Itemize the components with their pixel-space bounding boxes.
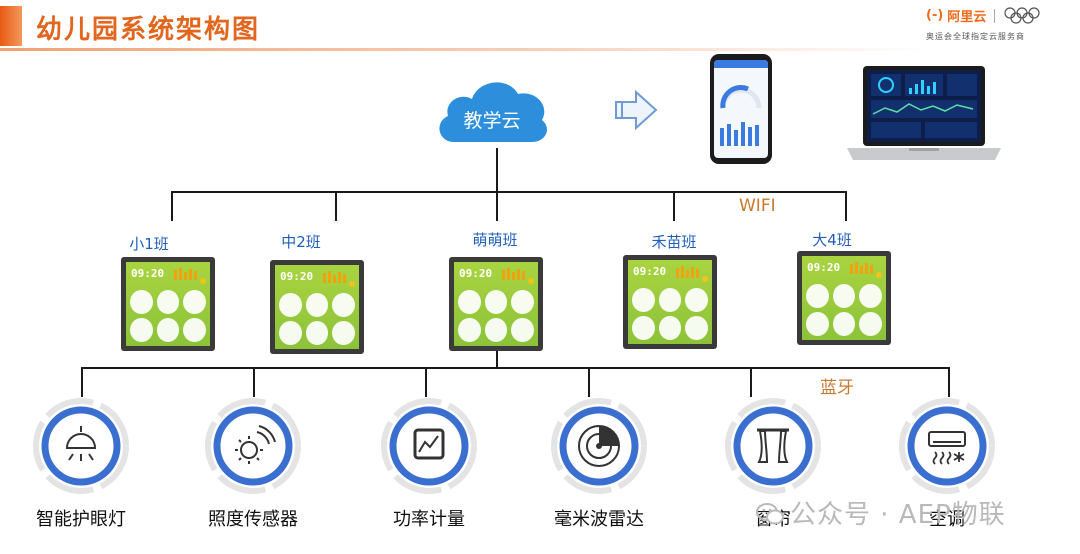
aliyun-logo-mark: (-)	[926, 8, 944, 23]
wifi-label: WIFI	[739, 196, 776, 216]
device-label: 智能护眼灯	[36, 509, 126, 530]
device-curtain: 窗帘	[722, 398, 824, 530]
device-label: 空调	[929, 509, 965, 530]
gauge-icon	[720, 85, 762, 109]
phone-screen	[714, 60, 768, 158]
panel-time: 09:20	[633, 265, 667, 278]
class-label-1: 小1班	[129, 235, 169, 253]
ceiling-lamp-icon	[33, 398, 129, 494]
mobile-phone	[710, 54, 772, 164]
cloud-icon	[439, 82, 547, 142]
cloud-connector-line	[496, 148, 498, 192]
radar-icon	[551, 398, 647, 494]
laptop-dashboard	[847, 66, 1001, 160]
title-accent-bar	[0, 6, 22, 46]
class-control-panel: 09:20	[121, 257, 215, 351]
curtain-icon	[725, 398, 821, 494]
panel-time: 09:20	[131, 267, 165, 280]
device-label: 照度传感器	[208, 509, 298, 530]
class-control-panel: 09:20	[623, 255, 717, 349]
panel-connector-line	[496, 351, 498, 368]
header: 幼儿园系统架构图	[0, 0, 1080, 52]
power-meter-icon	[381, 398, 477, 494]
class-label-5: 大4班	[812, 231, 852, 249]
class-control-panel: 09:20	[797, 251, 891, 345]
title-rule	[0, 48, 930, 51]
air-conditioner-icon	[899, 398, 995, 494]
wechat-icon	[756, 503, 784, 525]
brand-subtitle: 奥运会全球指定云服务商	[926, 32, 1025, 41]
panel-time: 09:20	[280, 270, 314, 283]
class-control-panel: 09:20	[270, 260, 364, 354]
device-air-conditioner: 空调	[896, 398, 998, 530]
device-smart-lamp: 智能护眼灯	[30, 398, 132, 530]
panel-time: 09:20	[807, 261, 841, 274]
device-power-meter: 功率计量	[378, 398, 480, 530]
watermark: 公众号 · AEP物联	[756, 494, 1006, 531]
device-light-sensor: 照度传感器	[202, 398, 304, 530]
class-control-panel: 09:20	[449, 257, 543, 351]
cloud-label: 教学云	[463, 110, 521, 132]
bluetooth-label: 蓝牙	[820, 378, 854, 398]
phone-bar-chart	[720, 122, 759, 146]
class-label-4: 禾苗班	[651, 233, 697, 251]
panel-time: 09:20	[459, 267, 493, 280]
olympic-rings-icon	[1004, 6, 1040, 24]
device-mmwave-radar: 毫米波雷达	[548, 398, 650, 530]
class-label-3: 萌萌班	[472, 231, 518, 249]
light-sensor-icon	[205, 398, 301, 494]
class-label-2: 中2班	[281, 233, 321, 251]
bluetooth-bus-line	[81, 367, 950, 369]
page-title: 幼儿园系统架构图	[36, 15, 261, 45]
device-label: 功率计量	[393, 509, 465, 530]
watermark-text: 公众号 · AEP物联	[790, 500, 1006, 530]
arrow-right-icon	[615, 90, 658, 130]
brand-name: 阿里云	[947, 10, 987, 25]
device-label: 毫米波雷达	[554, 509, 644, 530]
brand-logo: (-) 阿里云 奥运会全球指定云服务商	[926, 6, 1066, 46]
wifi-bus-line	[171, 191, 847, 193]
